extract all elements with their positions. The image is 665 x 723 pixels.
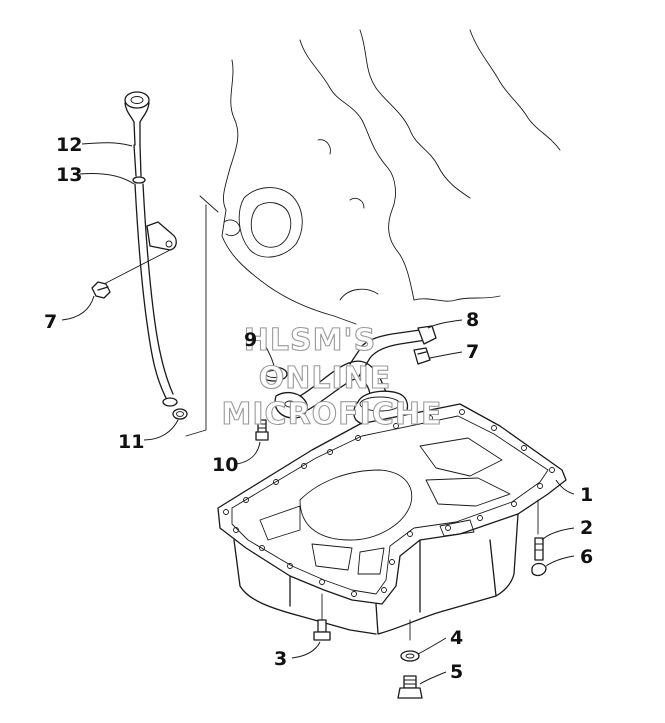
callout-labels: 12 13 7 9 8 7 11 10 1 2 6 3 4 5 (44, 134, 593, 683)
callout-11: 11 (118, 431, 144, 453)
dipstick-assembly (124, 91, 219, 437)
callout-7-right: 7 (466, 341, 479, 363)
bolt-7-left (91, 249, 171, 299)
callout-3: 3 (274, 648, 287, 670)
bolt-3 (313, 593, 331, 641)
callout-7-left: 7 (44, 311, 57, 333)
drain-washer (400, 650, 420, 662)
stud-2-and-nut-6 (531, 499, 547, 577)
drain-plug-assembly (397, 619, 423, 699)
bolt-10 (255, 419, 269, 441)
bolt-7-right (413, 347, 431, 365)
callout-1: 1 (580, 484, 593, 506)
callout-10: 10 (212, 454, 238, 476)
callout-2: 2 (580, 517, 593, 539)
leader-lines (61, 142, 575, 685)
watermark-line-3: MICROFICHE (222, 397, 443, 432)
callout-12: 12 (56, 134, 82, 156)
callout-8: 8 (466, 309, 479, 331)
callout-9: 9 (244, 329, 257, 351)
tube-o-ring (172, 408, 188, 420)
callout-4: 4 (450, 627, 463, 649)
oil-pan (217, 403, 567, 635)
watermark-line-1: HLSM'S (244, 323, 376, 358)
o-ring-9 (260, 366, 288, 382)
oil-strainer-pickup (274, 325, 437, 427)
engine-block-outline (221, 29, 561, 325)
dipstick-ring-handle (124, 91, 150, 109)
callout-5: 5 (450, 661, 463, 683)
callout-6: 6 (580, 546, 593, 568)
callout-13: 13 (56, 164, 82, 186)
watermark-line-2: ONLINE (259, 361, 392, 396)
flange-bolt-holes (223, 409, 555, 597)
watermark: HLSM'S ONLINE MICROFICHE (221, 322, 443, 432)
